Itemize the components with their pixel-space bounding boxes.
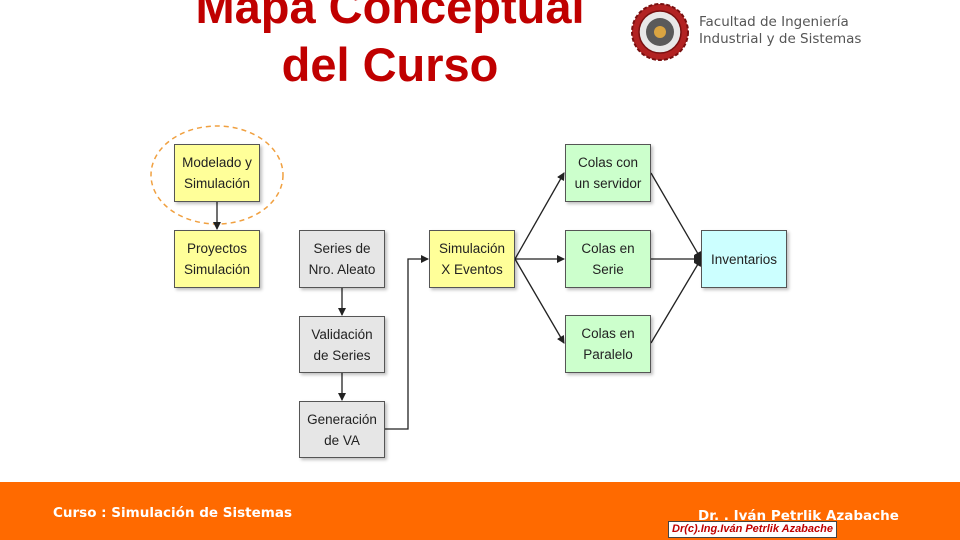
node-colas-en-paralelo-label: Colas en Paralelo [581,326,635,362]
faculty-seal-logo [631,3,689,61]
node-colas-en-serie: Colas en Serie [565,230,651,288]
node-series-nro-aleato-label: Series de Nro. Aleato [308,241,376,277]
node-generacion-va: Generación de VA [299,401,385,458]
author-stamp: Dr(c).Ing.Iván Petrlik Azabache [668,521,837,538]
edge-simulacion-colas-servidor [514,172,565,260]
edge-colas-paralelo-inventarios [650,258,702,344]
node-inventarios: Inventarios [701,230,787,288]
edge-generacion-simulacion [384,255,429,430]
node-series-nro-aleato: Series de Nro. Aleato [299,230,385,288]
node-proyectos-simulacion-label: Proyectos Simulación [183,241,251,277]
faculty-name-line-2: Industrial y de Sistemas [699,31,862,47]
edge-colas-servidor-inventarios [650,172,702,260]
footer-author: Dr. . Iván Petrlik Azabache [698,508,899,524]
node-proyectos-simulacion: Proyectos Simulación [174,230,260,288]
node-modelado-simulacion-label: Modelado y Simulación [182,155,252,191]
title-line-2: del Curso [281,38,499,91]
node-validacion-series: Validación de Series [299,316,385,373]
node-colas-un-servidor: Colas con un servidor [565,144,651,202]
node-validacion-series-label: Validación de Series [311,326,373,363]
footer-course: Curso : Simulación de Sistemas [53,505,292,521]
node-inventarios-label: Inventarios [710,251,778,267]
node-colas-un-servidor-label: Colas con un servidor [574,155,642,191]
faculty-name: Facultad de Ingeniería Industrial y de S… [699,14,861,48]
node-simulacion-x-eventos-label: Simulación X Eventos [438,241,506,277]
node-generacion-va-label: Generación de VA [307,411,377,448]
faculty-name-line-1: Facultad de Ingeniería [699,14,849,30]
node-colas-en-serie-label: Colas en Serie [581,241,635,277]
title-line-1: Mapa Conceptual [195,0,585,33]
diagram-connectors [150,125,702,430]
node-colas-en-paralelo: Colas en Paralelo [565,315,651,373]
node-modelado-simulacion: Modelado y Simulación [174,144,260,202]
edge-simulacion-colas-paralelo [514,258,565,344]
node-simulacion-x-eventos: Simulación X Eventos [429,230,515,288]
page-title: Mapa Conceptual del Curso [130,0,650,94]
footer-bar: Curso : Simulación de Sistemas Dr. . Ivá… [0,482,960,540]
